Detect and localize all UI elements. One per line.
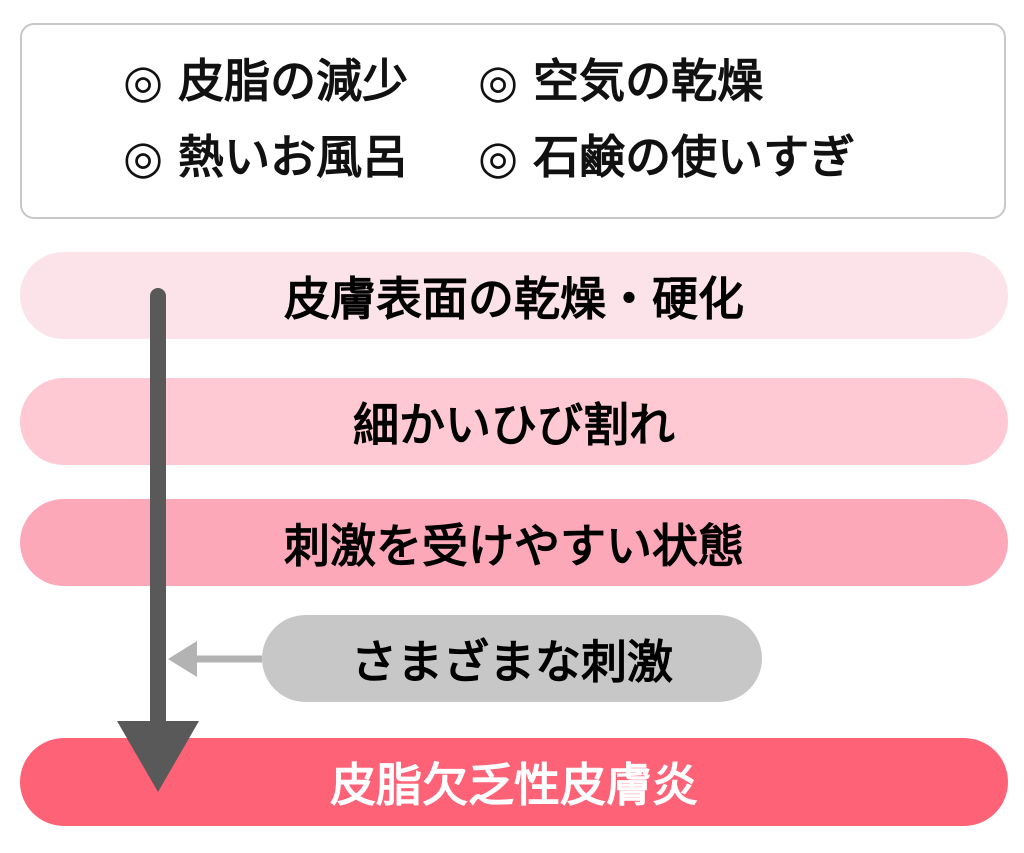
cause-label: 皮脂の減少	[178, 55, 409, 107]
cause-item: ◎ 空気の乾燥	[478, 56, 763, 107]
flow-stage-skin-drying: 皮膚表面の乾燥・硬化	[20, 252, 1008, 339]
cause-item: ◎ 熱いお風呂	[123, 132, 408, 183]
flow-stage-label: 刺激を受けやすい状態	[284, 519, 744, 572]
left-arrow-head-icon	[168, 641, 197, 677]
cause-label: 石鹸の使いすぎ	[533, 131, 856, 183]
causes-box: ◎ 皮脂の減少 ◎ 空気の乾燥 ◎ 熱いお風呂 ◎ 石鹸の使いすぎ	[20, 23, 1006, 219]
double-circle-bullet-icon: ◎	[123, 55, 164, 107]
cause-item: ◎ 皮脂の減少	[123, 56, 408, 107]
double-circle-bullet-icon: ◎	[478, 55, 519, 107]
flow-stage-irritation-prone: 刺激を受けやすい状態	[20, 499, 1008, 586]
flow-stage-fine-cracks: 細かいひび割れ	[20, 378, 1008, 465]
cause-label: 熱いお風呂	[178, 131, 409, 183]
flow-stage-label: 皮膚表面の乾燥・硬化	[284, 272, 744, 325]
flow-stage-label: 皮脂欠乏性皮膚炎	[330, 759, 698, 811]
stimulus-pill-label: さまざまな刺激	[351, 635, 673, 688]
flow-stage-result-dermatitis: 皮脂欠乏性皮膚炎	[20, 738, 1008, 826]
double-circle-bullet-icon: ◎	[478, 131, 519, 183]
cause-item: ◎ 石鹸の使いすぎ	[478, 132, 855, 183]
flow-stage-label: 細かいひび割れ	[353, 398, 675, 451]
double-circle-bullet-icon: ◎	[123, 131, 164, 183]
stimulus-pill: さまざまな刺激	[262, 615, 762, 702]
cause-label: 空気の乾燥	[533, 55, 764, 107]
